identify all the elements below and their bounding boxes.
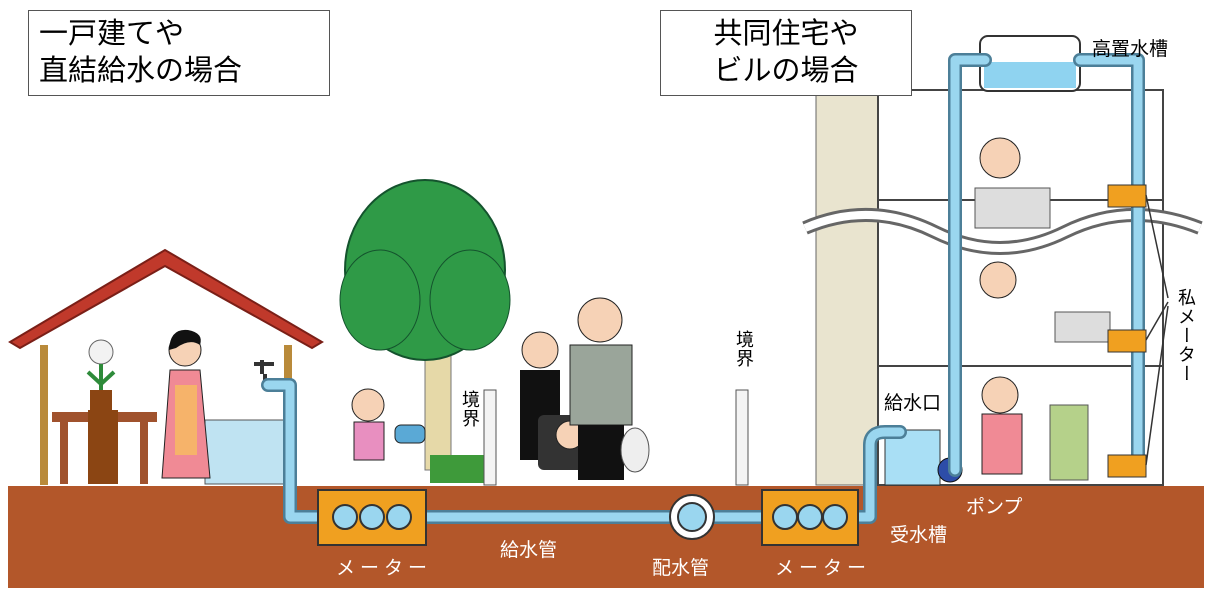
label-pump: ポンプ xyxy=(966,496,1023,518)
label-meter-left: メーター xyxy=(336,557,433,579)
watering-can xyxy=(394,424,426,444)
flower-pot xyxy=(90,390,112,412)
title-apartment-line-2: ビルの場合 xyxy=(713,53,859,87)
woman-apron xyxy=(175,385,197,455)
people xyxy=(351,297,650,480)
washbasin-top xyxy=(974,187,1051,229)
receiving-tank xyxy=(884,429,941,486)
flower-bed xyxy=(430,455,485,483)
mother-head xyxy=(521,331,559,369)
label-distribution-pipe: 配水管 xyxy=(652,557,710,579)
label-private-meter: 私メーター xyxy=(1175,288,1196,383)
label-receiving-tank: 受水槽 xyxy=(890,524,948,546)
kitchen-sink xyxy=(204,419,286,485)
father-shirt xyxy=(569,344,633,426)
meter-box-left xyxy=(317,489,427,546)
meter-box-right xyxy=(761,489,859,546)
father-head xyxy=(577,297,623,343)
elevated-tank-water xyxy=(984,62,1076,88)
service-pipe-building xyxy=(850,427,905,522)
title-detached-line-2: 直結給水の場合 xyxy=(39,53,243,87)
stool xyxy=(88,410,118,484)
resident-mid-head xyxy=(979,261,1017,299)
title-apartment-line-1: 共同住宅や xyxy=(713,16,859,50)
house-roof xyxy=(8,248,324,350)
flower-leaves xyxy=(86,364,116,390)
building-side xyxy=(815,89,879,486)
tree-crown xyxy=(429,249,511,351)
house xyxy=(8,248,324,485)
table-leg xyxy=(140,422,148,484)
title-detached-house: 一戸建てや 直結給水の場合 xyxy=(28,10,330,96)
woman-hair xyxy=(169,329,201,350)
resident-bottom-head xyxy=(981,376,1019,414)
label-boundary-right: 境界 xyxy=(733,330,754,368)
label-boundary-left: 境界 xyxy=(459,390,480,428)
distribution-main-inner xyxy=(677,502,707,532)
apartment-building xyxy=(802,35,1203,486)
table-leg xyxy=(60,422,68,484)
house-post-left xyxy=(40,345,48,485)
pipes xyxy=(261,53,1145,524)
tree xyxy=(339,179,511,483)
private-meter-top xyxy=(1107,184,1147,208)
resident-bottom-body xyxy=(981,413,1023,475)
boundary-post-left xyxy=(483,389,497,486)
ground xyxy=(8,486,1204,588)
shopping-bag xyxy=(620,427,650,473)
private-meter-middle xyxy=(1107,329,1147,353)
tree-crown xyxy=(339,249,421,351)
service-pipe-house xyxy=(263,380,335,522)
washbasin-middle xyxy=(1054,311,1111,343)
title-apartment: 共同住宅や ビルの場合 xyxy=(660,10,912,96)
leader-lines xyxy=(1145,194,1169,466)
resident-top-head xyxy=(979,137,1021,179)
label-meter-right: メーター xyxy=(775,557,872,579)
boundary-post-right xyxy=(735,389,749,486)
child-head xyxy=(351,388,385,422)
label-inlet: 給水口 xyxy=(884,392,942,414)
father-pants xyxy=(578,425,624,480)
label-supply-pipe: 給水管 xyxy=(500,539,558,561)
label-elevated-tank: 高置水槽 xyxy=(1092,38,1169,60)
title-detached-line-1: 一戸建てや xyxy=(39,16,185,50)
flower xyxy=(88,339,114,365)
child-body xyxy=(353,421,385,461)
riser-pipe xyxy=(950,55,990,475)
washing-machine xyxy=(1049,404,1089,481)
private-meter-bottom xyxy=(1107,454,1147,478)
